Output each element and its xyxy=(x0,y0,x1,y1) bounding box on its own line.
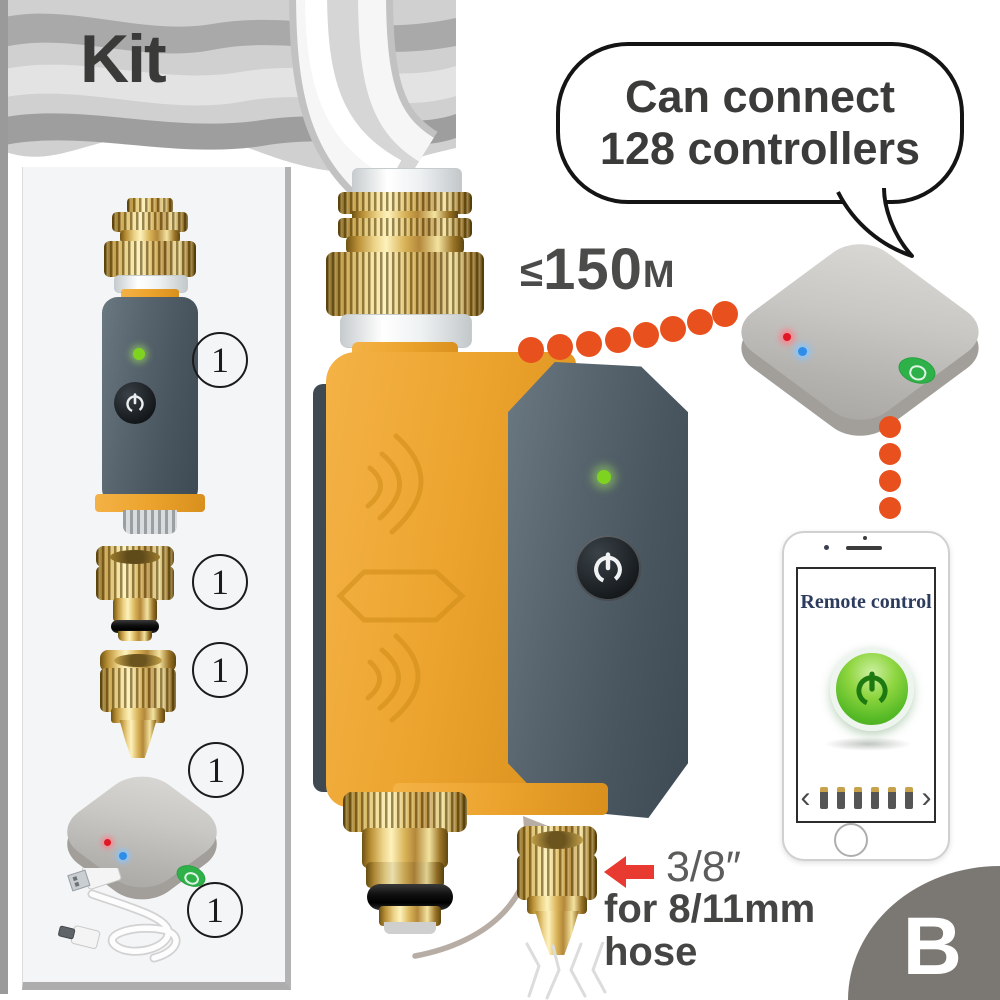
camera-icon xyxy=(824,545,829,550)
outlet-barrel xyxy=(362,828,448,868)
bubble-line2: 128 controllers xyxy=(599,123,921,174)
fitting-knurl-ring-b xyxy=(338,218,472,238)
chevron-right-icon: › xyxy=(921,781,932,814)
adapter-size-label: 3/8″ xyxy=(666,843,741,891)
mini-timer-green-led xyxy=(133,348,145,360)
qty-badge-cable: 1 xyxy=(187,882,243,938)
valve-icon xyxy=(887,787,896,809)
outlet-tip xyxy=(379,906,441,926)
timer-green-led xyxy=(597,470,611,484)
fitting-smooth-band xyxy=(346,236,464,254)
valve-icon xyxy=(904,787,913,809)
phone-screen: Remote control ‹ › xyxy=(796,567,936,823)
power-icon xyxy=(126,393,144,413)
range-value: 150 xyxy=(543,237,643,302)
variant-badge: B xyxy=(848,866,1000,1000)
mini-timer-brass-band xyxy=(120,230,180,243)
faucet-adapter-oring xyxy=(111,620,159,633)
adapter-collar xyxy=(527,896,587,914)
qty-badge-gateway: 1 xyxy=(188,742,244,798)
valve-icon xyxy=(819,787,828,809)
adapter-hole xyxy=(531,831,583,849)
timer-emboss-pattern xyxy=(336,433,466,723)
power-icon xyxy=(856,671,888,707)
remote-control-title: Remote control xyxy=(800,591,932,613)
bubble-line1: Can connect xyxy=(624,71,896,122)
left-edge-strip xyxy=(0,0,8,994)
qty-badge-connector: 1 xyxy=(192,642,248,698)
valve-icon xyxy=(870,787,879,809)
fitting-knurl-ring-a xyxy=(338,192,472,214)
fitting-gold-line xyxy=(352,211,458,220)
variant-letter: B xyxy=(902,901,962,992)
range-label: ≤ 150 M xyxy=(520,237,675,302)
device-carousel: ‹ › xyxy=(798,781,934,814)
valve-icon xyxy=(853,787,862,809)
red-arrow-icon xyxy=(604,856,656,888)
button-shadow xyxy=(824,737,912,751)
power-icon xyxy=(594,552,622,584)
sensor-dot xyxy=(863,536,867,540)
faucet-adapter-neck xyxy=(113,598,157,622)
mini-gateway-red-led xyxy=(104,839,111,846)
app-power-button xyxy=(830,647,914,731)
mini-timer-brass-cap xyxy=(127,198,173,214)
speech-bubble-tail xyxy=(836,187,914,258)
mini-timer-base-flange xyxy=(95,494,205,512)
usb-cable xyxy=(58,868,181,963)
gateway-red-led xyxy=(783,333,791,341)
qty-badge-timer: 1 xyxy=(192,332,248,388)
valve-icon xyxy=(836,787,845,809)
gateway-blue-led xyxy=(798,347,807,356)
hose-connector-hole xyxy=(114,654,162,667)
lte-symbol: ≤ xyxy=(520,248,544,295)
adapter-body xyxy=(517,854,597,900)
mini-gateway-blue-led xyxy=(119,852,127,860)
mini-timer-power-button xyxy=(114,382,156,424)
mini-timer-outlet xyxy=(123,510,177,534)
chevron-left-icon: ‹ xyxy=(800,781,811,814)
smartphone: Remote control ‹ › xyxy=(782,531,950,861)
hose-connector-collar xyxy=(111,708,165,723)
water-spray xyxy=(525,942,607,1000)
qty-badge-adapter: 1 xyxy=(192,554,248,610)
usb-a-plug xyxy=(67,868,122,892)
hose-connector-body xyxy=(100,668,176,712)
adapter-hose-label: hose xyxy=(604,930,698,974)
speaker-slot xyxy=(846,546,882,550)
home-button xyxy=(834,823,868,857)
outlet-ring xyxy=(366,862,444,888)
speech-bubble: Can connect 128 controllers xyxy=(556,42,964,204)
fitting-large-knurl xyxy=(326,252,484,316)
clear-hose xyxy=(289,0,440,210)
kit-title: Kit xyxy=(80,21,167,97)
gateway xyxy=(725,232,995,432)
micro-usb-plug xyxy=(58,925,101,949)
mini-timer-brass-ring xyxy=(112,212,188,232)
outlet-nub xyxy=(384,922,436,934)
mini-timer-brass-knurl xyxy=(104,241,196,277)
outlet-oring xyxy=(367,884,453,910)
outlet-knurl-flange xyxy=(343,792,467,832)
adapter-for-label: for 8/11mm xyxy=(604,887,816,931)
faucet-adapter-body xyxy=(96,566,174,600)
range-unit: M xyxy=(642,254,675,296)
faucet-adapter-hole xyxy=(110,550,160,564)
faucet-adapter-tip xyxy=(118,631,152,641)
timer-power-button xyxy=(575,535,641,601)
